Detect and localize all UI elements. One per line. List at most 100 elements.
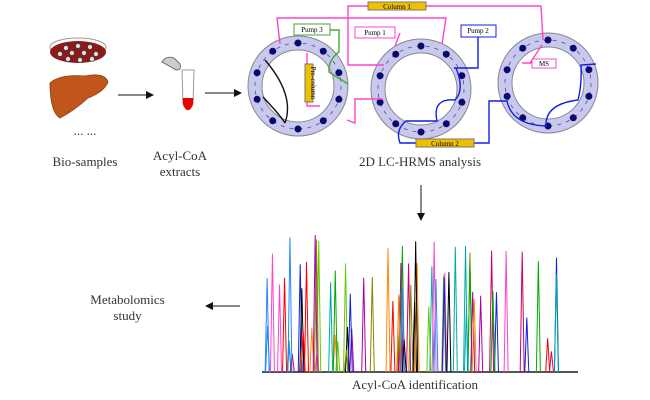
valve-port (294, 39, 302, 47)
svg-text:MS: MS (539, 60, 549, 68)
chromatogram-peak (328, 282, 334, 373)
chromatogram-peak (545, 338, 551, 373)
valve-3 (497, 32, 599, 134)
chromatogram-peak (277, 284, 283, 373)
chromatogram-peak (299, 288, 305, 373)
valve-port (319, 47, 327, 55)
chromatogram-peak (385, 248, 391, 373)
valve-1 (247, 35, 349, 137)
chromatogram-peak (463, 246, 469, 373)
pump-2-box: Pump 2 (460, 24, 497, 38)
metabolomics-label-line2: study (113, 308, 142, 323)
extracts-label-line2: extracts (159, 164, 201, 179)
chromatogram-peak (303, 261, 309, 373)
chromatogram-peak (553, 273, 559, 373)
lc-hrms-label: 2D LC-HRMS analysis (358, 154, 482, 169)
chromatogram-peak (349, 328, 355, 373)
valve-port (319, 117, 327, 125)
chromatogram-peak (442, 272, 448, 373)
chromatogram-peak (426, 306, 432, 373)
chromatogram-peak (471, 298, 477, 373)
valve-port (376, 72, 384, 80)
valve-2 (370, 38, 472, 140)
valve-port (503, 66, 511, 74)
valve-port (392, 50, 400, 58)
chromatogram-peak (396, 335, 402, 373)
chromatogram-peak (470, 291, 476, 373)
chromatogram-peak (297, 264, 303, 373)
column-1-box: Column 1 (367, 1, 427, 11)
chromatogram-peak (313, 239, 319, 373)
chromatogram-peak (524, 317, 530, 373)
chromatogram-peak (493, 292, 499, 373)
chromatogram-peak (347, 293, 353, 373)
chromatogram-peak (287, 237, 293, 373)
tube-icon (161, 56, 195, 111)
valve-port (585, 66, 593, 74)
petri-dish-icon (49, 37, 107, 63)
chromatogram-peak (332, 270, 338, 373)
pink-flow-line (276, 5, 544, 125)
chromatogram-peak (343, 349, 349, 373)
valve-port (442, 120, 450, 128)
chromatogram-peak (463, 309, 469, 373)
valve-port (376, 98, 384, 106)
chromatogram-peak (401, 339, 407, 373)
chromatogram-peak (312, 235, 318, 373)
green-flow-line (328, 29, 349, 85)
pump-3-box: Pump 3 (293, 23, 331, 36)
column-2-box: Column 2 (415, 138, 475, 148)
chromatogram-peak (441, 277, 447, 373)
ms-box: MS (531, 58, 557, 69)
chromatogram-peak (429, 266, 435, 373)
valve-port (253, 95, 261, 103)
valve-port (294, 125, 302, 133)
chromatogram-peak (269, 253, 275, 373)
svg-text:Column 2: Column 2 (431, 140, 459, 148)
valve-port (585, 92, 593, 100)
metabolomics-label-line1: Metabolomics (90, 292, 165, 307)
valve-port (417, 42, 425, 50)
chromatogram-peak (446, 272, 452, 373)
chromatogram-plot (262, 235, 578, 373)
chromatogram-peak (289, 353, 295, 373)
valve-port (569, 114, 577, 122)
chromatogram-peak (390, 301, 396, 373)
chromatogram-peak (265, 325, 271, 373)
pump-1-box: Pump 1 (354, 26, 396, 39)
valve-port (392, 120, 400, 128)
valve-port (458, 72, 466, 80)
chromatogram-peak (396, 294, 402, 373)
valve-port (335, 95, 343, 103)
chromatogram-peak (300, 330, 306, 373)
identification-label: Acyl-CoA identification (351, 377, 478, 392)
valve-port (417, 128, 425, 136)
chromatogram-peak (478, 295, 484, 373)
svg-text:Pump 2: Pump 2 (467, 27, 489, 35)
svg-text:Pre-column: Pre-column (309, 67, 317, 100)
valve-port (335, 69, 343, 77)
liver-icon (49, 74, 109, 119)
ellipsis-label: ... ... (73, 123, 97, 138)
pre-column-box: Pre-column (304, 63, 317, 103)
valve-port (458, 98, 466, 106)
chromatogram-peak (519, 251, 525, 373)
valve-port (269, 117, 277, 125)
chromatogram-peak (548, 351, 554, 373)
blue-flow-line (397, 36, 597, 144)
chromatogram-peak (361, 277, 367, 373)
valve-port (503, 92, 511, 100)
valve-port (269, 47, 277, 55)
chromatogram-peak (441, 275, 447, 373)
chromatogram-peak (408, 284, 414, 373)
extracts-label-line1: Acyl-CoA (152, 148, 208, 163)
chromatogram-peak (452, 246, 458, 373)
valve-port (569, 44, 577, 52)
chromatogram-peak (503, 250, 509, 373)
black-loop-line (262, 59, 289, 124)
chromatogram-peak (535, 261, 541, 373)
chromatogram-peak (489, 250, 495, 373)
valve-port (442, 50, 450, 58)
